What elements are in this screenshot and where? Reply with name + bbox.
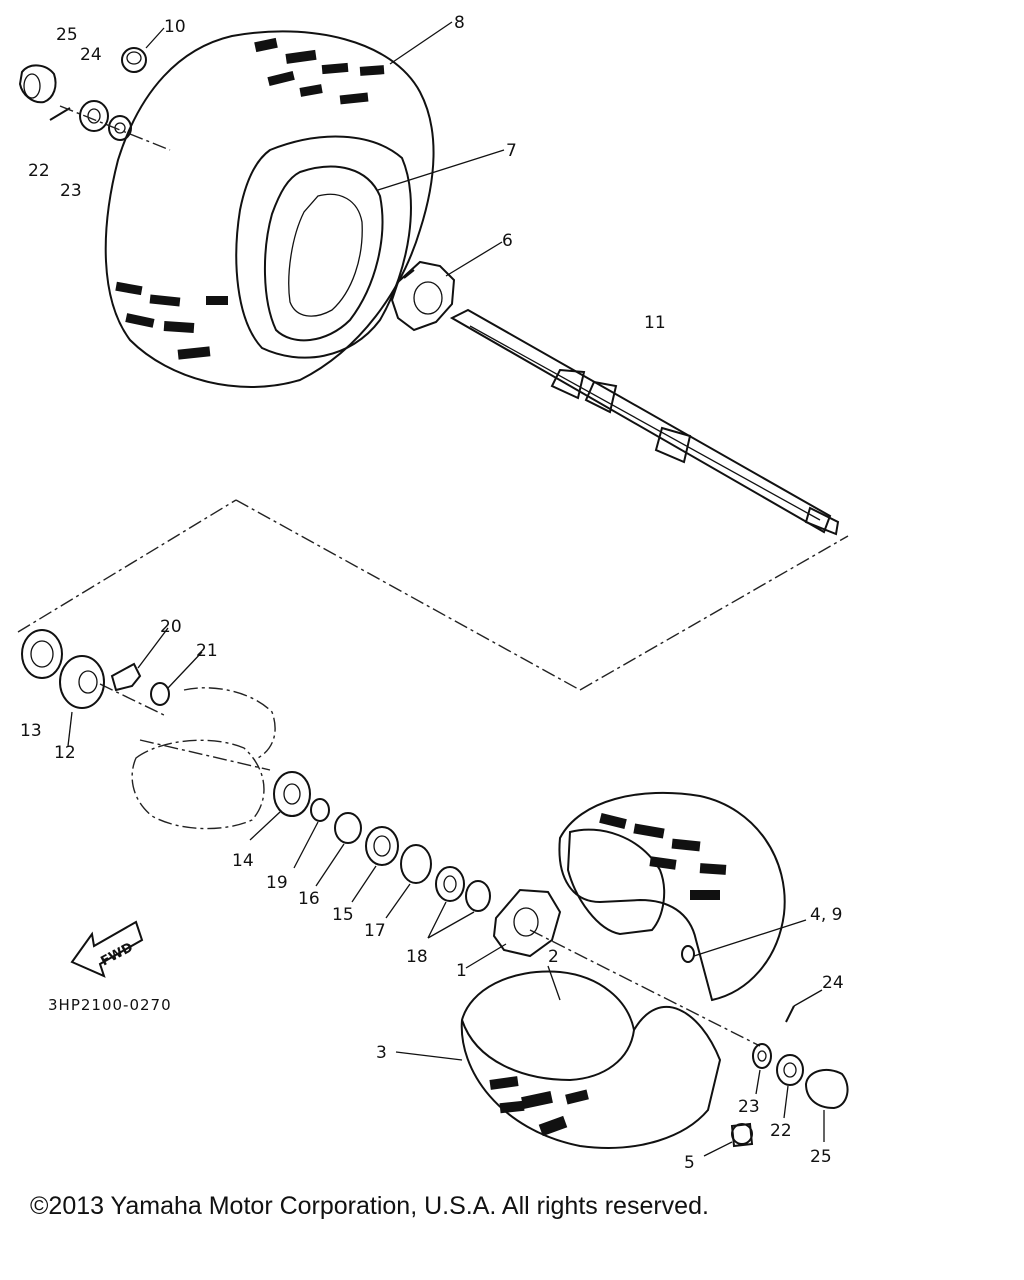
callout-23-top: 23: [60, 181, 82, 201]
brake-drum-outline: [131, 687, 276, 830]
callout-5: 5: [684, 1153, 695, 1173]
leader-lines: [67, 21, 825, 1157]
axle-end-parts-bottom: [730, 1005, 849, 1148]
copyright-notice: ©2013 Yamaha Motor Corporation, U.S.A. A…: [30, 1192, 709, 1220]
callout-8: 8: [454, 13, 465, 33]
callout-13: 13: [20, 721, 42, 741]
callout-18: 18: [406, 947, 428, 967]
callout-14: 14: [232, 851, 254, 871]
callout-17: 17: [364, 921, 386, 941]
callout-21: 21: [196, 641, 218, 661]
hub-6: [390, 260, 456, 332]
callout-labels: 8 7 6 11 10 25 24 22 23 20 21 13 12 14 1…: [20, 13, 844, 1173]
callout-15: 15: [332, 905, 354, 925]
forward-direction-arrow: FWD: [70, 920, 144, 978]
part-code: 3HP2100-0270: [48, 996, 172, 1014]
callout-3: 3: [376, 1043, 387, 1063]
assembly-guide-lines: [17, 499, 849, 1047]
callout-22-bottom: 22: [770, 1121, 792, 1141]
hub-1: [492, 888, 562, 958]
callout-7: 7: [506, 141, 517, 161]
callout-12: 12: [54, 743, 76, 763]
tread-pattern-bottom: [489, 813, 727, 1137]
callout-20: 20: [160, 617, 182, 637]
callout-6: 6: [502, 231, 513, 251]
rear-wheel-left: [104, 30, 435, 388]
callout-24-bottom: 24: [822, 973, 844, 993]
callout-4-9: 4, 9: [810, 905, 842, 925]
callout-19: 19: [266, 873, 288, 893]
callout-22-top: 22: [28, 161, 50, 181]
callout-23-bottom: 23: [738, 1097, 760, 1117]
callout-1: 1: [456, 961, 467, 981]
bearing-parts: [273, 771, 491, 912]
callout-16: 16: [298, 889, 320, 909]
brake-parts-left: [21, 629, 170, 709]
callout-24-top: 24: [80, 45, 102, 65]
callout-11: 11: [644, 313, 666, 333]
tread-pattern-top: [115, 37, 385, 360]
callout-10: 10: [164, 17, 186, 37]
rear-wheel-right: [460, 791, 786, 1149]
axle-11: [449, 308, 840, 536]
callout-25-bottom: 25: [810, 1147, 832, 1167]
callout-2: 2: [548, 947, 559, 967]
axle-end-parts-top: [18, 47, 171, 151]
callout-25-top: 25: [56, 25, 78, 45]
